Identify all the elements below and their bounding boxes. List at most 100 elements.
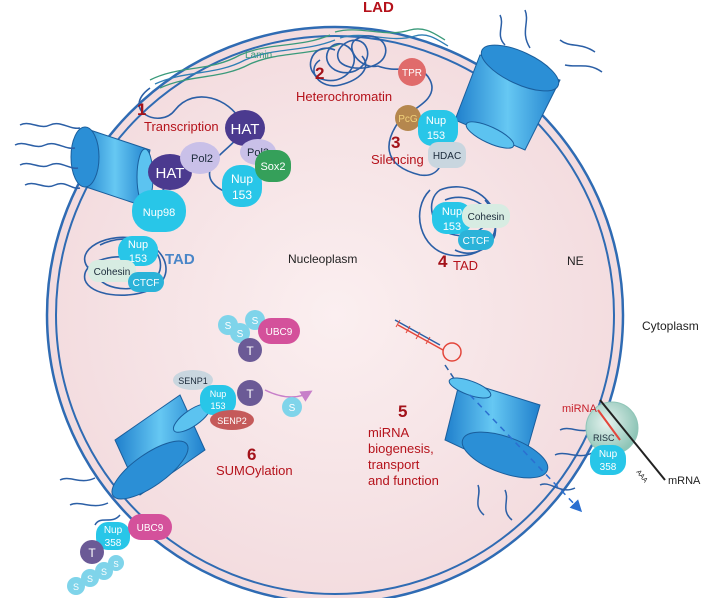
ubc9-label-cytoplasm: UBC9 [137, 523, 164, 534]
process-5-line-2: biogenesis, [368, 441, 434, 456]
nuclear-pore-bottom-left [59, 394, 212, 536]
nup98-protein [132, 190, 186, 232]
nup153-protein-tad-left [118, 236, 158, 266]
t-label-nucleus: T [246, 344, 254, 358]
nup153-protein-silencing [418, 110, 458, 146]
ubc9-label-nucleus: UBC9 [266, 327, 293, 338]
tpr-protein [398, 58, 426, 86]
ne-label: NE [567, 254, 584, 268]
process-3-name: Silencing [371, 152, 424, 167]
risc-label: RISC [593, 433, 615, 443]
ctcf-label-left: CTCF [133, 278, 160, 289]
nuclear-pore-bottom-right [444, 377, 596, 521]
sumo-protein-free [282, 397, 302, 417]
process-2-number: 2 [315, 64, 324, 83]
hdac-label: HDAC [433, 151, 461, 162]
pol2-label-left: Pol2 [191, 153, 213, 165]
s-label-c2: S [87, 574, 93, 584]
hat-label-left: HAT [156, 165, 185, 182]
sumo-protein-c2 [81, 569, 99, 587]
ubc9-protein-cytoplasm [128, 514, 172, 540]
process-2-name: Heterochromatin [296, 89, 392, 104]
ctcf-label-right: CTCF [463, 236, 490, 247]
process-3-number: 3 [391, 133, 400, 152]
lamin-label: Lamin [245, 50, 272, 61]
nup-label-tad-right: Nup [442, 206, 462, 218]
nup153-protein-sumo [200, 385, 236, 415]
lamin-fibers [149, 28, 449, 89]
process-5-number: 5 [398, 402, 407, 421]
sumo-protein-2 [230, 323, 250, 343]
process-5-line-4: and function [368, 473, 439, 488]
ctcf-protein-right [458, 230, 494, 250]
tad-left-label: TAD [165, 251, 195, 268]
nuclear-pore-top-right [454, 9, 603, 151]
process-4-name: TAD [453, 258, 478, 273]
sox2-protein [255, 150, 291, 182]
process-1-number: 1 [137, 100, 146, 119]
senp2-label: SENP2 [217, 416, 247, 426]
t-label-cytoplasm: T [88, 546, 96, 560]
t-label-pore: T [246, 387, 254, 401]
nup-label-silencing: Nup [426, 115, 446, 127]
nuclear-pore-left [14, 122, 154, 206]
mirna-transport-arrow [469, 394, 583, 513]
sumo-release-arrow [264, 389, 313, 402]
ubc9-protein-nucleus [258, 318, 300, 344]
n153-label-tad-right: 153 [443, 221, 461, 233]
nup-label-tad-left: Nup [128, 239, 148, 251]
s-label-c1: S [73, 582, 79, 592]
nup-label-center: Nup [231, 172, 253, 186]
mirna-label: miRNA [562, 403, 597, 415]
cohesin-label-left: Cohesin [94, 267, 131, 278]
s-label-3: S [252, 316, 259, 327]
process-5-line-3: transport [368, 457, 420, 472]
s-label-c3: S [101, 567, 107, 577]
nup153-protein-tad-right [432, 202, 472, 234]
sumo-protein-c3 [95, 562, 113, 580]
mirna-hairpin [394, 319, 462, 381]
sumo-protein-c1 [67, 577, 85, 595]
nup-label-358-left: Nup [104, 525, 123, 536]
t-protein-pore [237, 380, 263, 406]
nucleoplasm-label: Nucleoplasm [288, 252, 357, 266]
senp1-protein [173, 370, 213, 390]
sumo-protein-c4 [108, 555, 124, 571]
risc-complex [585, 399, 666, 481]
lad-label: LAD [363, 0, 394, 16]
hdac-protein [428, 142, 466, 168]
pol2-protein-left [180, 142, 220, 174]
cytoplasm-label: Cytoplasm [642, 319, 699, 333]
s-label-free: S [289, 403, 296, 414]
tpr-label: TPR [402, 68, 422, 79]
nup358-protein-right [590, 445, 626, 475]
mrna-label: mRNA [668, 475, 701, 487]
poly-a-label: AAA [634, 469, 648, 485]
process-6-number: 6 [247, 445, 256, 464]
n153-label-silencing: 153 [427, 130, 445, 142]
n153-label-sumo: 153 [210, 401, 225, 411]
t-protein-nucleus [238, 338, 262, 362]
process-6-name: SUMOylation [216, 463, 293, 478]
t-protein-cytoplasm [80, 540, 104, 564]
pcg-protein [395, 105, 421, 131]
hat-protein-right [225, 110, 265, 146]
n153-label-tad-left: 153 [129, 253, 147, 265]
nup-label-sumo: Nup [210, 389, 227, 399]
outer-nuclear-membrane [45, 25, 625, 603]
pcg-label: PcG [398, 114, 418, 125]
cohesin-protein-left [88, 260, 136, 282]
hat-label-right: HAT [231, 121, 260, 138]
hat-protein-left [148, 154, 192, 190]
senp2-protein [210, 410, 254, 430]
s-label-2: S [237, 329, 244, 340]
process-1-name: Transcription [144, 119, 219, 134]
nup-label-358-right: Nup [599, 449, 618, 460]
sox2-label: Sox2 [260, 161, 285, 173]
cohesin-protein-right [462, 204, 510, 228]
process-5-line-1: miRNA [368, 425, 409, 440]
inner-nuclear-membrane [55, 35, 615, 595]
cohesin-label-right: Cohesin [468, 212, 505, 223]
